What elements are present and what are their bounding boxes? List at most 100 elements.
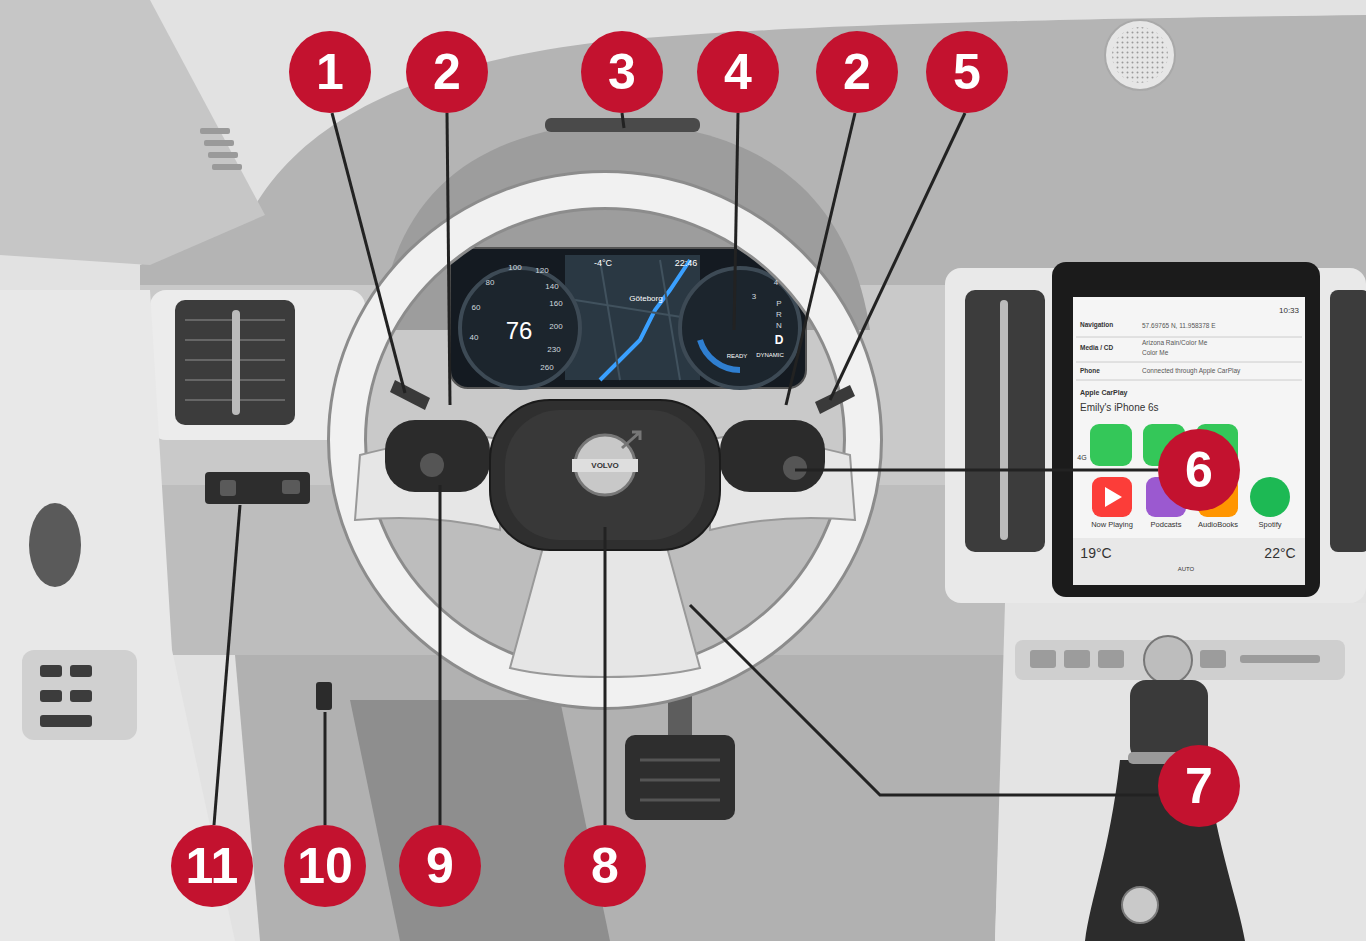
display-text: Podcasts <box>1151 521 1182 529</box>
dashboard-part <box>205 472 310 504</box>
display-text: 140 <box>545 283 558 291</box>
center-display-part <box>1076 362 1302 363</box>
display-text: 120 <box>535 267 548 275</box>
dashboard-part <box>220 480 236 496</box>
leader-line-part <box>786 113 855 405</box>
display-text: 40 <box>470 334 479 342</box>
leader-line-part <box>795 469 1158 472</box>
door-panel-part <box>40 715 92 727</box>
floor-part <box>640 759 720 762</box>
callout-number: 8 <box>564 825 646 907</box>
center-console-part <box>1144 636 1192 684</box>
door-panel-part <box>29 503 81 587</box>
door-panel-part <box>22 650 137 740</box>
leader-line-part <box>439 485 442 825</box>
steering-wheel-part <box>783 456 807 480</box>
steering-wheel-part <box>505 410 705 540</box>
center-console-part <box>1064 650 1090 668</box>
display-text: 100 <box>508 264 521 272</box>
display-text: 80 <box>486 279 495 287</box>
display-text: 4G <box>1077 454 1086 461</box>
background-part <box>212 164 242 170</box>
center-display-part <box>1073 538 1305 585</box>
floor-part <box>640 779 720 782</box>
instrument-cluster-part <box>460 268 580 388</box>
display-text: 60 <box>472 304 481 312</box>
background-part <box>204 140 234 146</box>
instrument-cluster-part <box>450 248 806 388</box>
display-text: Spotify <box>1259 521 1282 529</box>
center-display-part <box>1073 297 1305 585</box>
center-console-part <box>1240 655 1320 663</box>
speaker-part <box>1112 27 1168 83</box>
callout-number: 7 <box>1158 745 1240 827</box>
center-display-part <box>1076 337 1302 338</box>
display-text: 160 <box>549 300 562 308</box>
center-display-part <box>1092 477 1132 517</box>
speaker-part <box>1105 20 1175 90</box>
leader-line-part <box>830 113 965 400</box>
center-console-part <box>1122 887 1158 923</box>
display-text: D <box>775 334 784 346</box>
callout-number: 4 <box>697 31 779 113</box>
callout-number: 5 <box>926 31 1008 113</box>
display-text: Now Playing <box>1091 521 1133 529</box>
display-text: Color Me <box>1142 350 1168 357</box>
display-text: R <box>776 311 782 319</box>
background-part <box>200 128 230 134</box>
floor-part <box>640 799 720 802</box>
emblem-text: VOLVO <box>591 462 618 470</box>
display-text: AudioBooks <box>1198 521 1238 529</box>
center-console-part <box>1098 650 1124 668</box>
display-text: Connected through Apple CarPlay <box>1142 368 1240 375</box>
leader-line-part <box>214 505 240 825</box>
center-display-part <box>1105 487 1122 507</box>
callout-number: 3 <box>581 31 663 113</box>
display-text: Emily's iPhone 6s <box>1080 403 1159 413</box>
leader-line-part <box>622 113 624 128</box>
dashboard-part <box>1000 300 1008 540</box>
center-console-part <box>1200 650 1226 668</box>
display-text: -4°C <box>594 259 612 268</box>
callout-number: 6 <box>1158 429 1240 511</box>
floor-part <box>316 682 332 710</box>
display-text: P <box>776 300 781 308</box>
display-text: READY <box>727 353 748 359</box>
display-text: Göteborg <box>629 295 662 303</box>
display-text: 3 <box>752 293 756 301</box>
display-text: 19°C <box>1080 546 1111 560</box>
display-text: 4 <box>774 279 778 287</box>
display-text: Navigation <box>1080 322 1113 329</box>
steering-wheel-part <box>720 420 825 492</box>
floor-part <box>350 700 610 941</box>
display-text: Apple CarPlay <box>1080 389 1127 396</box>
center-console <box>995 603 1366 941</box>
callout-number: 2 <box>406 31 488 113</box>
floor-part <box>625 735 735 820</box>
center-console-part <box>995 603 1366 941</box>
center-display-part <box>1076 380 1302 381</box>
leader-line <box>214 113 1158 825</box>
center-console-part <box>1030 650 1056 668</box>
center-display-part <box>1052 262 1320 597</box>
callout-number: 1 <box>289 31 371 113</box>
dashboard-part <box>232 310 240 415</box>
background-part <box>0 0 265 265</box>
display-text: 22°C <box>1264 546 1295 560</box>
display-text: Media / CD <box>1080 345 1113 352</box>
door-panel-part <box>40 665 62 677</box>
door-panel-part <box>40 690 62 702</box>
dashboard-part <box>945 268 1366 603</box>
dashboard-part <box>175 300 295 425</box>
steering-wheel-part <box>390 380 430 410</box>
display-text: Arizona Rain/Color Me <box>1142 340 1207 347</box>
leader-line-part <box>604 527 607 825</box>
display-text: AUTO <box>1178 566 1195 572</box>
center-display-part <box>1090 424 1132 466</box>
display-text: Phone <box>1080 368 1100 375</box>
center-display-part <box>1250 477 1290 517</box>
display-text: 200 <box>549 323 562 331</box>
background-part <box>208 152 238 158</box>
